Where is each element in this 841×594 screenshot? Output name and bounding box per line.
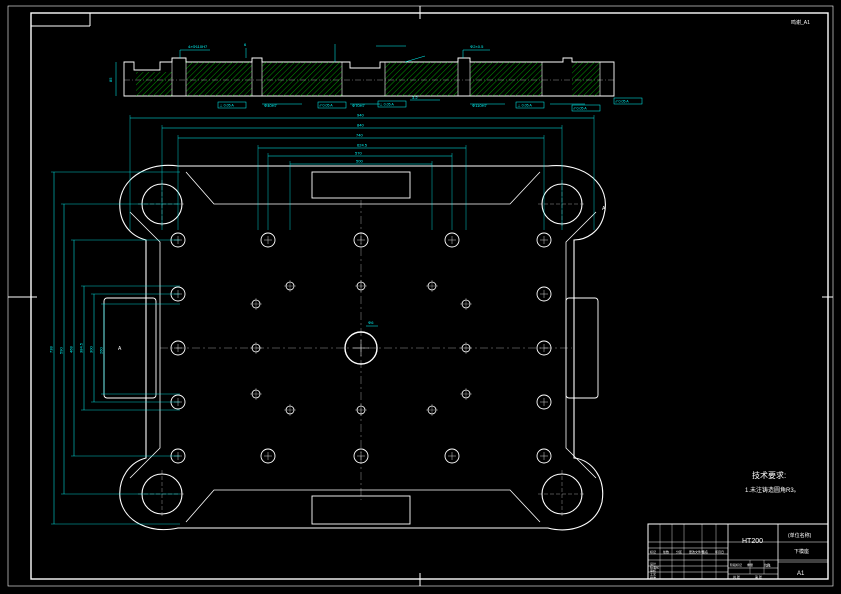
bolt-hole [536,286,552,302]
section-label-3: Φ110H7 [472,103,487,108]
title-block-stage-label: 比例 [764,562,770,567]
tolerance-frame: // 0.05 A [616,100,630,104]
left-mark: A [118,346,122,352]
bolt-hole [170,340,186,356]
bolt-hole [353,448,369,464]
title-block-row-label: 更改文件号 [689,549,704,554]
tolerance-frame: ⊥ 0.05 A [220,104,235,108]
right-slot [565,297,599,399]
h-dimension-text: 570 [355,151,362,156]
h-dimension-text: 500 [356,159,363,164]
sheet-frame [7,5,834,587]
bolt-hole [536,232,552,248]
bolt-hole [536,340,552,356]
tolerance-frame: // 0.05 A [320,104,334,108]
right-mark: A [602,206,606,212]
section-label-1: Φ40H7 [264,103,278,108]
bolt-hole [260,232,276,248]
bolt-hole [536,394,552,410]
part-name: 下模座 [794,548,809,555]
title-block-role-label: 工艺 [650,572,656,577]
tolerance-frame: // 0.05 A [574,107,588,111]
title-block-role-label: 审核 [650,568,656,573]
title-block-role-label: 标准化 [650,565,659,570]
section-label-6: 85 [108,77,113,82]
bolt-hole [260,448,276,464]
v-dimension-text: 468 [69,346,74,353]
section-view: ⊥ 0.05 A // 0.05 A ⊥ 0.05 A // 0.05 A ⊥ 0.05… [108,42,643,112]
top-view: Φ6 A A 940 840 740 624.5 570 500 738 590 468 384… [49,113,606,531]
v-dimension-text: 738 [49,346,54,353]
title-block-stage-label: 重量 [747,562,753,567]
company: (单位名称) [788,532,812,539]
bolt-hole [444,232,460,248]
v-dimension-text: 300 [89,346,94,353]
bolt-hole [536,448,552,464]
scale: 1:1 [766,564,771,568]
section-label-4: Φ2×0.5 [470,44,484,49]
plate-outline [119,164,606,531]
section-label-0: 4×Φ110H7 [188,44,208,49]
title-block-row-label: 处数 [663,549,669,554]
center-hole [344,331,378,365]
tech-requirements-title: 技术要求: [752,470,786,480]
title-block-stage-label: 阶段标记 [730,562,742,567]
bolt-hole [444,448,460,464]
tolerance-frame: ⊥ 0.05 A [380,103,395,107]
h-dimension-text: 840 [357,123,364,128]
title-block-row-label: 分区 [676,549,682,554]
v-dimension-text: 590 [59,347,64,354]
material: HT200 [742,538,763,545]
v-dimension-text: 260 [99,347,104,354]
tech-requirement-item: 1.未注铸造圆角R3。 [745,486,800,494]
corner-code: 鸣谢_A1 [791,19,810,26]
section-label-2: Φ70H7 [352,103,366,108]
title-block-sheet-label: 第 张 [755,574,762,579]
v-dimension-text: 384.5 [79,342,84,353]
section-label-5: 3.2 [412,95,418,100]
title-block-role-label: 设计 [650,561,656,566]
top-slot [311,171,411,199]
bottom-slot [311,495,411,525]
section-label-7: 6 [244,42,247,47]
center-hole-dim: Φ6 [368,320,374,325]
title-block-role-label: 批准 [650,575,656,580]
title-block-row-label: 年月日 [715,549,724,554]
title-block-row-label: 标记 [650,549,656,554]
left-slot [103,297,157,399]
h-dimension-text: 740 [356,133,363,138]
bolt-hole [353,232,369,248]
h-dimension-text: 624.5 [357,143,368,148]
tolerance-frame: ⊥ 0.05 A [518,104,533,108]
title-block-sheet-label: 共 张 [733,574,740,579]
h-dimension-text: 940 [357,113,364,118]
sheet-size: A1 [797,571,805,577]
title-block-row-label: 签名 [702,549,708,554]
